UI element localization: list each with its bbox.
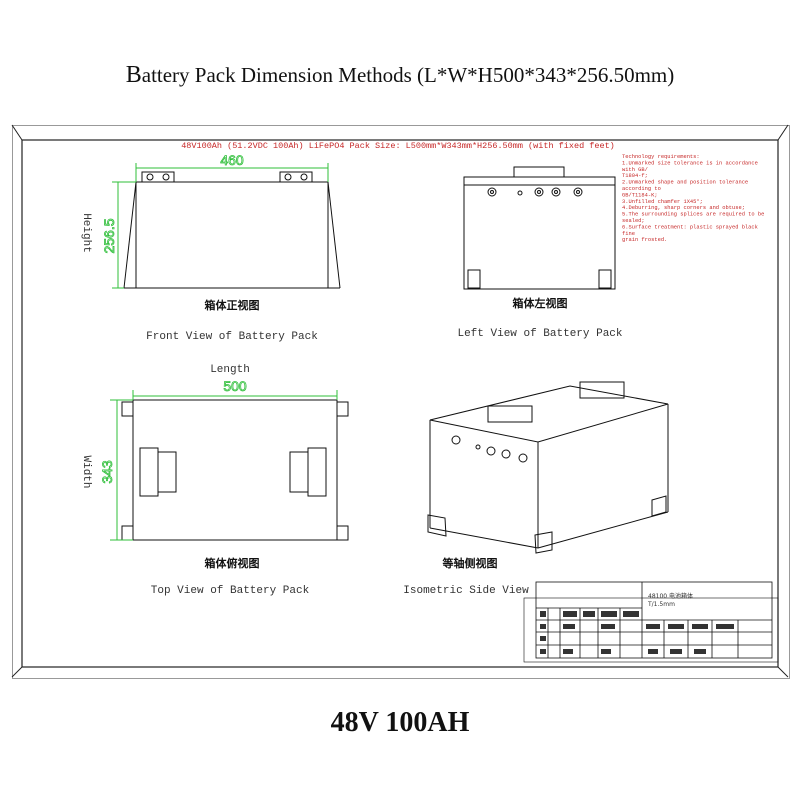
top-side-label: Width (80, 455, 92, 488)
front-cn-label: 箱体正视图 (205, 298, 260, 312)
top-en-label: Top View of Battery Pack (151, 585, 310, 597)
requirement-line: T1804-f; (622, 173, 648, 179)
model-caption: 48V 100AH (330, 707, 470, 738)
requirement-line: 4.Deburring, sharp corners and obtuse; (622, 205, 745, 211)
top-cn-label: 箱体俯视图 (205, 556, 260, 570)
requirement-line: 2.Unmarked shape and position tolerance (622, 180, 748, 186)
front-height-dimension: 256.5 (101, 218, 117, 253)
top-length-label: Length (210, 364, 250, 376)
front-view (123, 171, 341, 289)
title-block-cells (540, 611, 734, 654)
requirement-line: 3.Unfilled chamfer 1X45°; (622, 199, 703, 205)
requirement-line: Technology requirements: (622, 154, 700, 160)
title-block (523, 581, 779, 663)
title-block-sub: T/1.5mm (647, 601, 675, 608)
requirement-line: grain frosted. (622, 237, 667, 243)
front-side-label: Height (80, 213, 92, 253)
spec-banner: 48V100Ah (51.2VDC 100Ah) LiFePO4 Pack Si… (181, 141, 615, 151)
requirement-line: 6.Surface treatment: plastic sprayed bla… (622, 224, 758, 230)
isometric-view (427, 381, 669, 554)
left-cn-label: 箱体左视图 (513, 296, 568, 310)
requirement-line: 1.Unmarked size tolerance is in accordan… (622, 160, 758, 166)
sheet-inner-border (21, 139, 779, 668)
top-dimension-lines (110, 390, 338, 541)
iso-en-label: Isometric Side View (403, 585, 529, 597)
requirement-line: 5.The surrounding splices are required t… (622, 212, 764, 218)
top-width-dimension: 343 (99, 460, 115, 484)
top-view (121, 399, 349, 541)
requirement-line: fine (622, 231, 635, 237)
title-initial: B (125, 62, 142, 88)
requirement-line: according to (622, 186, 661, 192)
technology-requirements: Technology requirements:1.Unmarked size … (622, 154, 764, 243)
sheet-corner-marks (11, 124, 789, 678)
requirement-line: sealed; (622, 218, 645, 224)
front-en-label: Front View of Battery Pack (146, 331, 318, 343)
top-length-dimension: 500 (223, 378, 247, 394)
requirement-line: GB/T1184-K; (622, 192, 658, 198)
iso-cn-label: 等轴侧视图 (442, 556, 498, 570)
front-width-dimension: 460 (220, 152, 244, 168)
svg-text:Technology requirements:1.Unma: Technology requirements:1.Unmarked size … (622, 154, 764, 243)
title-text: attery Pack Dimension Methods (L*W*H500*… (141, 63, 675, 87)
title-block-name: 48100 电池箱体 (648, 592, 693, 600)
drawing-sheet (12, 125, 790, 679)
front-dimension-lines (112, 163, 329, 289)
left-view (463, 166, 616, 290)
requirement-line: with GB/ (622, 167, 648, 173)
page-title: Battery Pack Dimension Methods (L*W*H500… (0, 62, 800, 89)
left-en-label: Left View of Battery Pack (457, 328, 622, 340)
